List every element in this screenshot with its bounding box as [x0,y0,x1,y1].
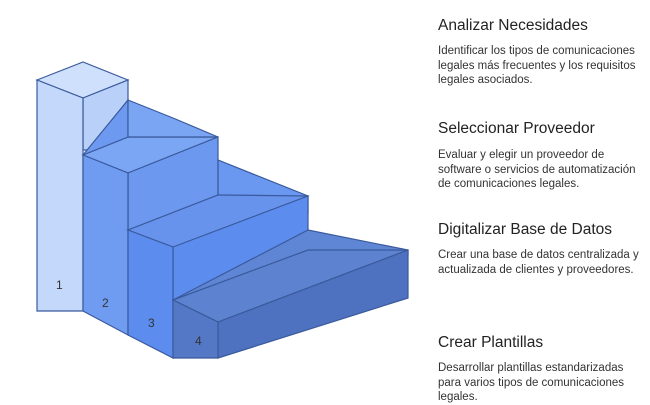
step-1-title: Analizar Necesidades [438,17,588,34]
step-4-front [172,299,219,359]
step-3-number: 3 [148,316,155,330]
step-2-description: Evaluar y elegir un proveedor de softwar… [438,149,636,190]
step-1-number: 1 [56,278,63,292]
step-4-block [171,229,409,359]
staircase-diagram: 1 2 3 4 [35,61,409,359]
step-2-tread [127,99,219,138]
step-2-title: Seleccionar Proveedor [438,120,595,137]
step-1-block [35,61,130,312]
step-4-number: 4 [195,334,202,348]
step-2-text: Seleccionar Proveedor Evaluar y elegir u… [438,119,643,192]
step-3-block [126,159,310,359]
step-3-front [127,229,174,359]
step-4-description: Desarrollar plantillas estandarizadas pa… [438,362,625,403]
step-3-description: Crear una base de datos centralizada y a… [438,249,639,276]
step-3-title: Digitalizar Base de Datos [438,221,613,238]
step-4-title: Crear Plantillas [438,334,544,351]
step-1-front [36,79,84,312]
step-4-text: Crear Plantillas Desarrollar plantillas … [438,333,643,405]
step-3-text: Digitalizar Base de Datos Crear una base… [438,220,643,277]
step-1-description: Identificar los tipos de comunicaciones … [438,45,636,86]
step-1-text: Analizar Necesidades Identificar los tip… [438,16,643,88]
step-2-number: 2 [102,296,109,310]
